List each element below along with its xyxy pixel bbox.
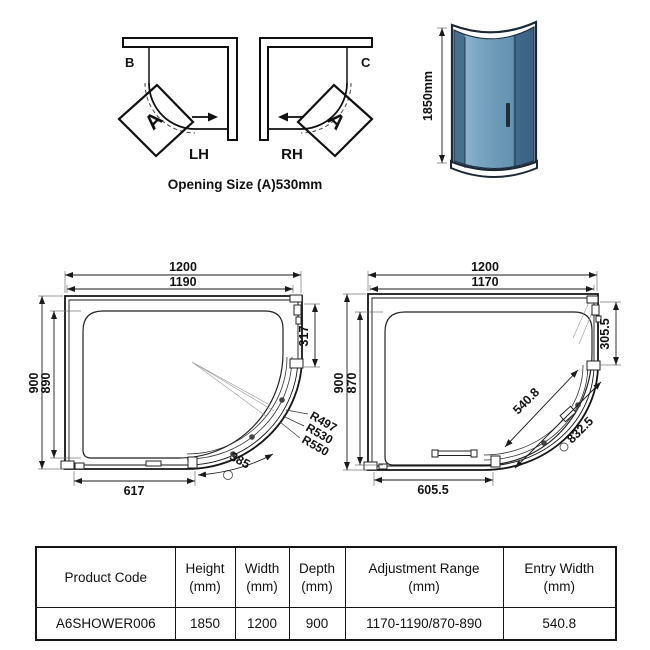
spec-value-row: A6SHOWER006 1850 1200 900 1170-1190/870-… <box>35 607 617 641</box>
dim-width-inner: 1190 <box>169 275 196 289</box>
bracket <box>431 449 439 458</box>
dim-width-inner: 1170 <box>471 275 498 289</box>
roller <box>249 434 255 440</box>
value-product-code: A6SHOWER006 <box>35 607 176 641</box>
header-entry-width: Entry Width(mm) <box>502 546 617 608</box>
value-entry-width: 540.8 <box>502 607 617 641</box>
shower-elevation: 1850mm <box>421 20 538 178</box>
header-adjustment-range: Adjustment Range(mm) <box>344 546 504 608</box>
dim-depth-outer: 900 <box>333 373 346 394</box>
shower-glass <box>453 26 535 169</box>
door-track-inner <box>186 356 288 455</box>
bracket <box>591 304 600 316</box>
bracket <box>595 315 602 323</box>
rh-opening-letter: A <box>323 108 350 135</box>
bracket <box>378 463 388 470</box>
bracket <box>289 294 303 303</box>
rh-arrow-head-icon <box>278 112 288 122</box>
dim-depth-inner: 870 <box>345 373 359 394</box>
bracket <box>295 316 302 325</box>
rh-opening-diamond <box>296 83 374 158</box>
lh-opening-letter: A <box>141 108 168 135</box>
knob <box>559 442 569 452</box>
plan-right-drawing <box>363 293 602 471</box>
bracket <box>74 462 85 470</box>
dim-bottom-straight: 617 <box>124 484 145 498</box>
knob <box>223 470 233 480</box>
dim-arc-length: 385 <box>227 449 252 471</box>
value-adjustment-range: 1170-1190/870-890 <box>344 607 504 641</box>
dim-side-straight: 305.5 <box>598 318 612 349</box>
dim-bottom-straight: 605.5 <box>417 483 448 497</box>
rh-door-arc <box>300 82 348 130</box>
bracket <box>145 460 162 467</box>
plan-left-dimensions: 1200 1190 900 890 317 617 385 R497 R530 … <box>28 260 340 498</box>
roller <box>279 397 285 403</box>
dim-depth-inner: 890 <box>39 373 53 394</box>
bracket <box>490 455 501 468</box>
dim-depth-outer: 900 <box>28 373 41 394</box>
bracket <box>470 449 478 458</box>
rh-door-swing-dashed <box>300 82 352 134</box>
lh-opening-diamond <box>117 83 195 158</box>
dim-side-straight: 317 <box>297 326 311 347</box>
header-product-code: Product Code <box>35 546 176 608</box>
rh-label: RH <box>281 146 303 163</box>
lh-wall <box>122 37 238 141</box>
bracket <box>60 460 75 470</box>
bracket <box>586 360 601 371</box>
handle-bar <box>435 450 473 456</box>
lh-arrow-head-icon <box>208 112 218 122</box>
spec-table: Product Code Height(mm) Width(mm) Depth(… <box>35 546 617 641</box>
lh-diagram: A B LH <box>117 37 238 163</box>
rh-diagram: A C RH <box>259 37 374 163</box>
bracket <box>586 295 599 304</box>
bracket <box>187 456 198 469</box>
bracket <box>363 461 378 471</box>
bracket <box>289 358 304 369</box>
door-handle <box>506 103 510 127</box>
header-width: Width(mm) <box>234 546 290 608</box>
rh-wall <box>259 37 373 141</box>
value-height: 1850 <box>174 607 236 641</box>
height-dimension: 1850mm <box>421 71 435 121</box>
dim-width-outer: 1200 <box>169 260 197 274</box>
value-width: 1200 <box>234 607 290 641</box>
dim-width-outer: 1200 <box>471 260 499 274</box>
lh-door-swing-dashed <box>144 82 196 134</box>
tray-inner-edge <box>82 310 284 459</box>
value-depth: 900 <box>288 607 346 641</box>
header-height: Height(mm) <box>174 546 236 608</box>
header-depth: Depth(mm) <box>288 546 346 608</box>
spec-header-row: Product Code Height(mm) Width(mm) Depth(… <box>35 546 617 608</box>
plan-left-drawing <box>60 294 309 480</box>
plan-drawing-left: 1200 1190 900 890 317 617 385 R497 R530 … <box>28 260 340 498</box>
opening-size-caption: Opening Size (A)530mm <box>167 177 323 192</box>
rh-corner-label: C <box>361 55 371 70</box>
orientation-diagrams: A B LH A C RH <box>117 37 374 163</box>
lh-label: LH <box>189 146 209 163</box>
lh-corner-label: B <box>125 55 134 70</box>
bracket <box>293 304 302 316</box>
plan-drawing-right: 1200 1170 900 870 305.5 605.5 540.8 832.… <box>333 260 621 497</box>
